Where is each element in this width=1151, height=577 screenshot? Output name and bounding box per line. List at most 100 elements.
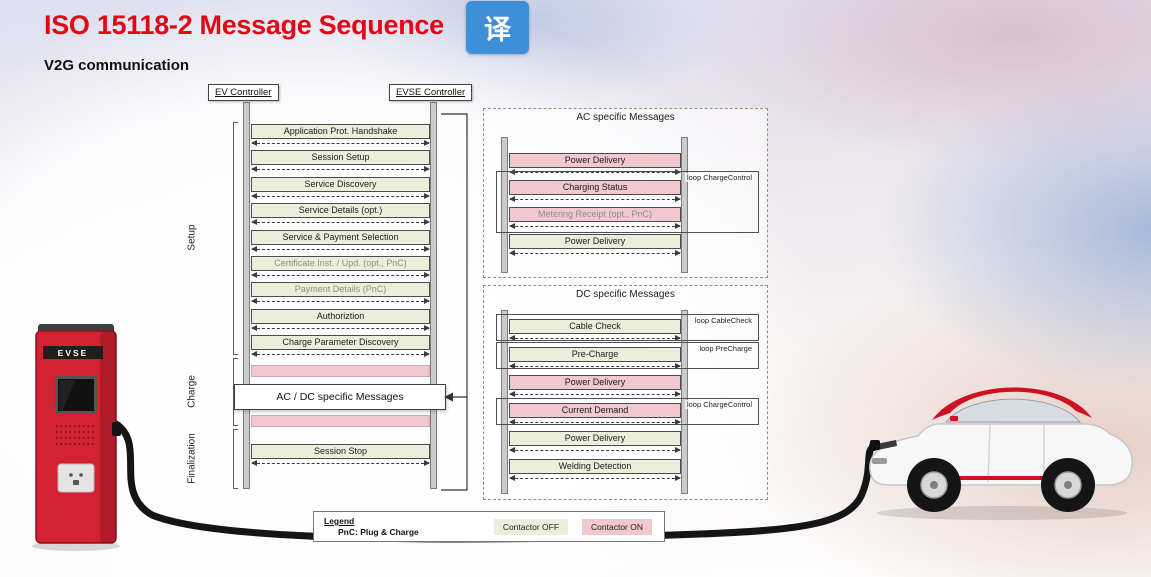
dc-panel-title: DC specific Messages bbox=[576, 289, 675, 300]
phase-bracket-finalization bbox=[233, 429, 238, 489]
message-arrow bbox=[509, 223, 681, 229]
evse-controller-box: EVSE Controller bbox=[389, 84, 473, 101]
message-power-delivery: Power Delivery bbox=[509, 431, 681, 446]
message-pre-charge: Pre-Charge bbox=[509, 347, 681, 362]
legend-contactor-on: Contactor ON bbox=[582, 518, 652, 535]
message-arrow bbox=[251, 324, 430, 331]
message-arrow bbox=[251, 166, 430, 173]
message-power-delivery: Power Delivery bbox=[509, 375, 681, 390]
evse-controller-label: EVSE Controller bbox=[396, 87, 466, 98]
message-current-demand: Current Demand bbox=[509, 403, 681, 418]
message-power-delivery: Power Delivery bbox=[509, 234, 681, 249]
message-service-details-opt: Service Details (opt.) bbox=[251, 203, 430, 219]
message-row: Session Setup bbox=[251, 150, 430, 176]
message-power-delivery: Power Delivery bbox=[509, 153, 681, 168]
loop-chargecontrol-label: loop ChargeControl bbox=[684, 173, 754, 182]
phase-label-finalization: Finalization bbox=[186, 433, 198, 484]
message-row: Cable Check bbox=[509, 319, 681, 347]
dc-right-lifeline bbox=[681, 310, 688, 494]
subtitle: V2G communication bbox=[44, 57, 190, 74]
ac-panel-title: AC specific Messages bbox=[576, 112, 675, 123]
message-authoriztion: Authoriztion bbox=[251, 308, 430, 324]
phase-bracket-setup bbox=[233, 122, 238, 355]
message-row: Power Delivery bbox=[509, 234, 681, 261]
message-cable-check: Cable Check bbox=[509, 319, 681, 334]
message-arrow bbox=[509, 250, 681, 256]
message-row: Session Stop bbox=[251, 443, 430, 470]
message-row: Certificate Inst. / Upd. (opt., PnC) bbox=[251, 255, 430, 282]
message-service-discovery: Service Discovery bbox=[251, 176, 430, 192]
message-arrow bbox=[509, 447, 681, 453]
message-arrow bbox=[251, 219, 430, 226]
message-charge-parameter-discovery: Charge Parameter Discovery bbox=[251, 335, 430, 351]
message-service-payment-selection: Service & Payment Selection bbox=[251, 229, 430, 245]
loop-precharge-label: loop PreCharge bbox=[697, 344, 754, 353]
car-headlight bbox=[876, 440, 897, 450]
message-session-stop: Session Stop bbox=[251, 443, 430, 459]
charge-port bbox=[870, 440, 880, 450]
ac-left-lifeline bbox=[501, 137, 508, 273]
message-arrow bbox=[251, 271, 430, 278]
message-arrow bbox=[509, 335, 681, 341]
car-mirror bbox=[950, 416, 958, 421]
phase-label-setup: Setup bbox=[186, 224, 198, 251]
legend-contactor-off: Contactor OFF bbox=[493, 518, 569, 535]
ev-controller-label: EV Controller bbox=[215, 87, 272, 98]
message-arrow bbox=[509, 475, 681, 481]
rear-wheel bbox=[1041, 458, 1095, 512]
message-row: Welding Detection bbox=[509, 459, 681, 487]
message-arrow bbox=[251, 351, 430, 358]
message-arrow bbox=[251, 245, 430, 252]
message-row: Authoriztion bbox=[251, 308, 430, 335]
translate-icon: 译 bbox=[484, 15, 511, 45]
loop-cablecheck-label: loop CableCheck bbox=[692, 316, 754, 325]
connector-lines bbox=[441, 113, 468, 491]
plug-icon bbox=[69, 473, 83, 485]
message-payment-details-pnc: Payment Details (PnC) bbox=[251, 282, 430, 298]
message-arrow bbox=[251, 459, 430, 466]
message-row: Payment Details (PnC) bbox=[251, 282, 430, 308]
legend-title: Legend bbox=[324, 516, 355, 526]
message-arrow bbox=[509, 391, 681, 397]
charger-evse-label: EVSE bbox=[58, 348, 89, 358]
message-row: Current Demand bbox=[509, 403, 681, 431]
message-certificate-inst-upd-opt-pnc: Certificate Inst. / Upd. (opt., PnC) bbox=[251, 255, 430, 271]
message-charging-status: Charging Status bbox=[509, 180, 681, 195]
message-row: Power Delivery bbox=[509, 375, 681, 403]
message-arrow bbox=[509, 169, 681, 175]
message-metering-receipt-opt-pnc: Metering Receipt (opt., PnC) bbox=[509, 207, 681, 222]
message-row: Service & Payment Selection bbox=[251, 229, 430, 256]
charger-screen bbox=[58, 379, 94, 411]
ac-dc-specific-messages-callout: AC / DC specific Messages bbox=[234, 383, 446, 410]
message-row: Application Prot. Handshake bbox=[251, 124, 430, 150]
message-row: Metering Receipt (opt., PnC) bbox=[509, 207, 681, 234]
ac-right-lifeline bbox=[681, 137, 688, 273]
evse-charger-illustration: EVSE bbox=[32, 324, 121, 551]
message-arrow bbox=[251, 140, 430, 146]
message-arrow bbox=[251, 192, 430, 199]
contactor-on-strip bbox=[251, 414, 430, 427]
ev-lifeline bbox=[243, 102, 250, 489]
page-title: ISO 15118-2 Message Sequence bbox=[44, 10, 444, 40]
car-illustration bbox=[869, 387, 1134, 520]
message-application-prot-handshake: Application Prot. Handshake bbox=[251, 124, 430, 139]
message-arrow bbox=[509, 196, 681, 202]
message-row: Pre-Charge bbox=[509, 347, 681, 375]
message-welding-detection: Welding Detection bbox=[509, 459, 681, 474]
translate-button[interactable]: 译 bbox=[466, 1, 529, 54]
callout-row: AC / DC specific Messages bbox=[234, 383, 446, 410]
message-row: Charging Status bbox=[509, 180, 681, 207]
message-row: Service Details (opt.) bbox=[251, 203, 430, 229]
message-arrow bbox=[509, 363, 681, 369]
ev-controller-box: EV Controller bbox=[208, 84, 279, 101]
message-session-setup: Session Setup bbox=[251, 150, 430, 166]
message-row: Power Delivery bbox=[509, 153, 681, 180]
message-arrow bbox=[251, 298, 430, 305]
legend-pnc-note: PnC: Plug & Charge bbox=[338, 527, 419, 537]
front-wheel bbox=[907, 458, 961, 512]
